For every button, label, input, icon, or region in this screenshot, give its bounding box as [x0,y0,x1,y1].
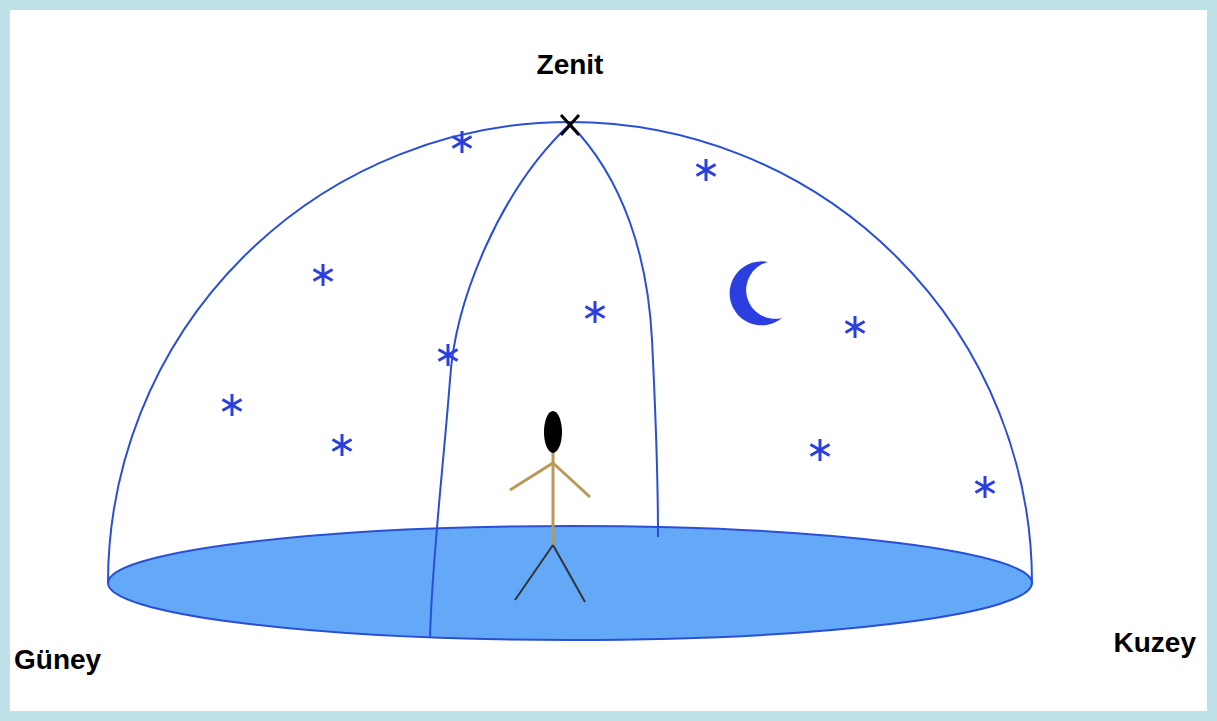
meridian-line [570,124,658,537]
star [585,301,604,323]
stars [222,131,994,498]
zenith-mark [561,115,579,135]
dome-outline [108,122,1032,583]
star [810,439,829,461]
star [696,159,715,181]
direction-label: Güney [14,645,101,676]
moon [730,261,782,325]
ground [10,10,1207,711]
star [332,434,351,456]
zenith-label: Zenit [537,50,604,81]
star [222,394,241,416]
direction-label: Kuzey [1114,628,1196,659]
star [845,316,864,338]
star [438,344,457,366]
star [313,264,332,286]
star [975,476,994,498]
observer-figure [510,411,590,602]
star [452,131,471,153]
meridian-line [430,124,570,637]
horizon-plane [108,526,1032,640]
